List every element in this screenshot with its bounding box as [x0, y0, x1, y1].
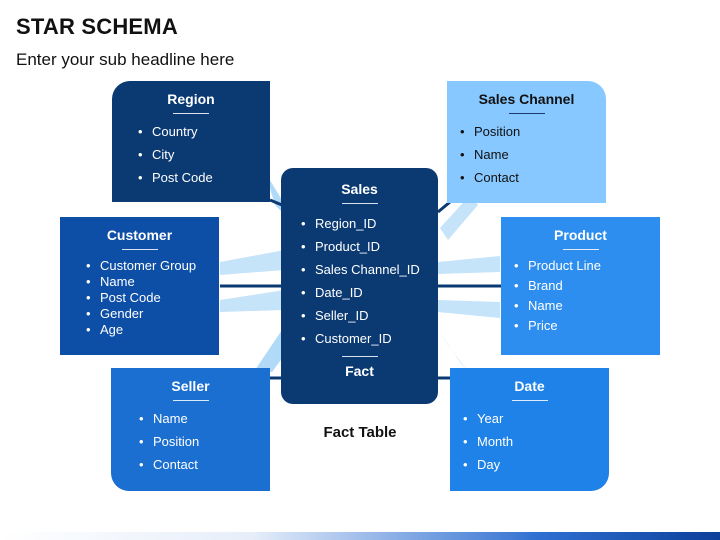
date-title: Date [514, 378, 545, 394]
region-item: Post Code [138, 170, 270, 185]
customer-item: Customer Group [86, 258, 219, 273]
sales-item: Region_ID [301, 216, 438, 231]
product-beam-right2 [438, 300, 500, 318]
seller-item: Contact [139, 457, 270, 472]
customer-divider [121, 249, 158, 250]
seller-title: Seller [171, 378, 210, 394]
sales-item: Sales Channel_ID [301, 262, 438, 277]
region-title: Region [167, 91, 215, 107]
customer-box: Customer Customer Group Name Post Code G… [60, 217, 219, 355]
region-divider [173, 113, 209, 114]
sales-item: Date_ID [301, 285, 438, 300]
customer-beam-left2 [220, 290, 285, 312]
slide-subtitle: Enter your sub headline here [16, 50, 235, 69]
sales-title: Sales [341, 181, 378, 197]
customer-item: Name [86, 274, 219, 289]
region-item: Country [138, 124, 270, 139]
date-divider [511, 400, 548, 401]
product-item: Name [514, 298, 660, 313]
seller-box: Seller Name Position Contact [111, 368, 270, 491]
date-item: Day [463, 457, 609, 472]
sales-item: Seller_ID [301, 308, 438, 323]
fact-table-label: Fact Table [323, 424, 397, 441]
seller-item: Name [139, 411, 270, 426]
sales-channel-beam [440, 195, 478, 240]
date-box: Date Year Month Day [450, 368, 609, 491]
product-box: Product Product Line Brand Name Price [501, 217, 660, 355]
sales-item: Customer_ID [301, 331, 438, 346]
product-item: Brand [514, 278, 660, 293]
product-beam-right [438, 256, 500, 274]
sales-footer: Fact [345, 363, 374, 379]
sales-channel-divider [508, 113, 545, 114]
seller-item: Position [139, 434, 270, 449]
seller-divider [172, 400, 209, 401]
sales-channel-title: Sales Channel [478, 91, 575, 107]
sales-footer-divider [341, 356, 378, 357]
date-item: Month [463, 434, 609, 449]
region-item: City [138, 147, 270, 162]
region-connector [269, 198, 283, 207]
product-title: Product [554, 227, 607, 243]
date-item: Year [463, 411, 609, 426]
sales-channel-item: Name [460, 147, 606, 162]
product-item: Price [514, 318, 660, 333]
region-box: Region Country City Post Code [112, 81, 270, 202]
product-item: Product Line [514, 258, 660, 273]
sales-divider [341, 203, 378, 204]
slide-title: STAR SCHEMA [16, 14, 178, 39]
customer-item: Post Code [86, 290, 219, 305]
customer-title: Customer [106, 227, 173, 243]
customer-item: Age [86, 322, 219, 337]
customer-item: Gender [86, 306, 219, 321]
sales-channel-item: Contact [460, 170, 606, 185]
sales-item: Product_ID [301, 239, 438, 254]
customer-beam-left [220, 250, 285, 275]
sales-channel-box: Sales Channel Position Name Contact [447, 81, 606, 203]
sales-channel-item: Position [460, 124, 606, 139]
date-beam [438, 330, 468, 372]
footer-gradient-bar [0, 532, 720, 540]
sales-channel-connector [437, 200, 451, 214]
sales-fact-box: Sales Region_ID Product_ID Sales Channel… [281, 168, 438, 404]
product-divider [562, 249, 599, 250]
